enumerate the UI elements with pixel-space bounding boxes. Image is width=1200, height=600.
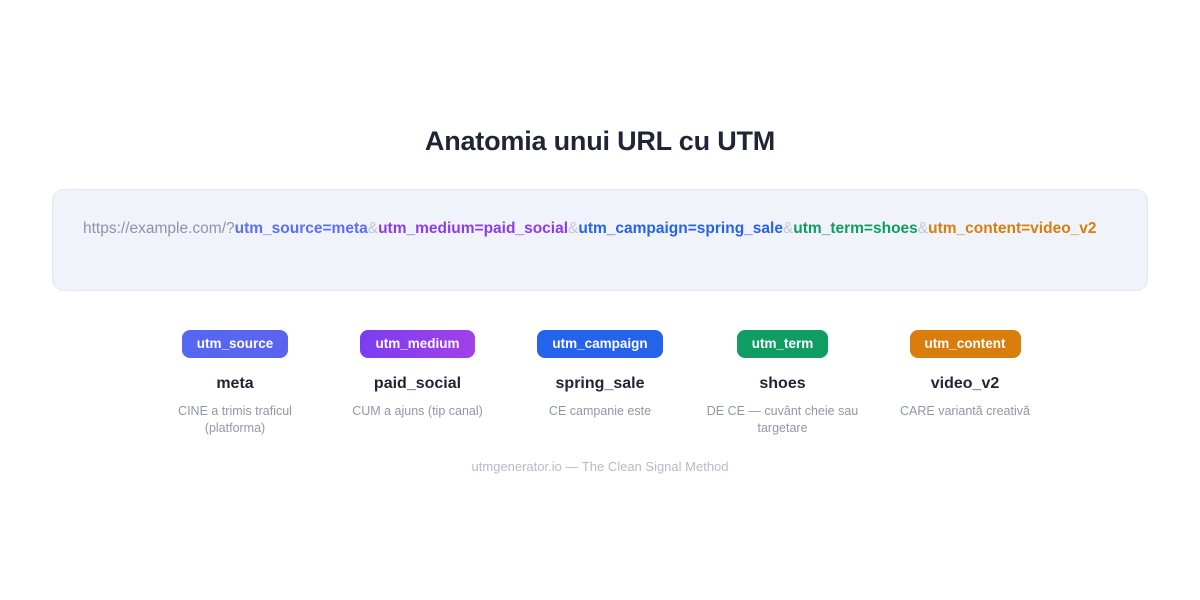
description-utm-medium: CUM a ajuns (tip canal) bbox=[352, 404, 483, 418]
badge-utm-source: utm_source bbox=[181, 330, 289, 358]
url-ampersand: & bbox=[568, 220, 579, 237]
parameter-column-utm-source: utm_source meta CINE a trimis traficul (… bbox=[150, 330, 320, 437]
badge-utm-term: utm_term bbox=[736, 330, 829, 358]
parameter-columns: utm_source meta CINE a trimis traficul (… bbox=[150, 330, 1050, 437]
url-string: https://example.com/?utm_source=meta&utm… bbox=[83, 214, 1119, 243]
description-utm-campaign: CE campanie este bbox=[548, 404, 652, 418]
value-utm-content: video_v2 bbox=[930, 375, 1000, 392]
url-segment-utm-content: utm_content=video_v2 bbox=[928, 220, 1097, 237]
value-utm-campaign: spring_sale bbox=[555, 375, 645, 392]
value-utm-term: shoes bbox=[759, 375, 806, 392]
value-utm-source: meta bbox=[216, 375, 254, 392]
url-ampersand: & bbox=[367, 220, 379, 237]
badge-utm-content: utm_content bbox=[909, 330, 1021, 358]
parameter-column-utm-term: utm_term shoes DE CE — cuvânt cheie sau … bbox=[698, 330, 868, 437]
url-panel: https://example.com/?utm_source=meta&utm… bbox=[52, 189, 1148, 291]
description-utm-content: CARE variantă creativă bbox=[900, 404, 1030, 418]
description-utm-term: DE CE — cuvânt cheie sau targetare bbox=[706, 404, 859, 435]
parameter-column-utm-content: utm_content video_v2 CARE variantă creat… bbox=[880, 330, 1050, 420]
description-utm-source: CINE a trimis traficul (platforma) bbox=[178, 404, 292, 435]
url-base: https://example.com/? bbox=[83, 220, 235, 237]
url-segment-utm-medium: utm_medium=paid_social bbox=[378, 220, 569, 237]
url-ampersand: & bbox=[917, 220, 929, 237]
url-segment-utm-term: utm_term=shoes bbox=[793, 220, 918, 237]
footer-attribution: utmgenerator.io — The Clean Signal Metho… bbox=[471, 459, 729, 474]
badge-utm-campaign: utm_campaign bbox=[537, 330, 663, 358]
url-segment-utm-source: utm_source=meta bbox=[234, 220, 368, 237]
page-title: Anatomia unui URL cu UTM bbox=[424, 126, 776, 156]
badge-utm-medium: utm_medium bbox=[360, 330, 475, 358]
parameter-column-utm-campaign: utm_campaign spring_sale CE campanie est… bbox=[515, 330, 685, 420]
value-utm-medium: paid_social bbox=[373, 375, 462, 392]
url-ampersand: & bbox=[782, 220, 794, 237]
url-segment-utm-campaign: utm_campaign=spring_sale bbox=[578, 220, 783, 237]
parameter-column-utm-medium: utm_medium paid_social CUM a ajuns (tip … bbox=[333, 330, 503, 420]
